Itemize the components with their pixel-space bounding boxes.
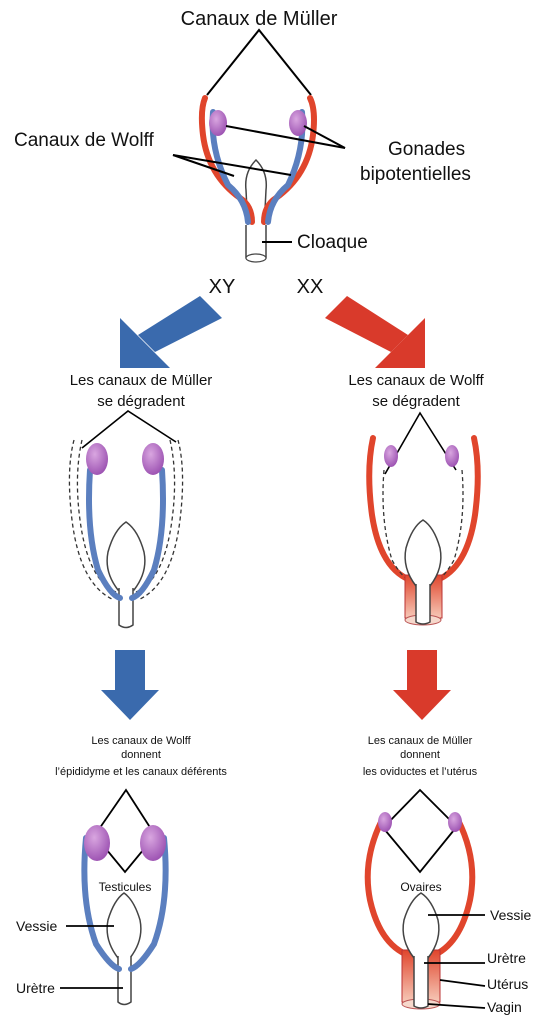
female-urethra-label: Urètre xyxy=(487,950,526,966)
female-step2-line3: les oviductes et l’utérus xyxy=(363,766,478,778)
male-arrow-diagonal xyxy=(120,296,222,368)
testes-label: Testicules xyxy=(99,880,152,894)
female-step2-line2: donnent xyxy=(400,749,440,761)
ovaries-label: Ovaires xyxy=(400,880,441,894)
female-stage2-system xyxy=(366,411,481,626)
gonads-label-line2: bipotentielles xyxy=(360,164,471,185)
male-step1-line2: se dégradent xyxy=(97,393,185,410)
mullerian-duct-right xyxy=(261,95,317,225)
mullerian-ducts-label: Canaux de Müller xyxy=(181,8,338,30)
cloaca-label: Cloaque xyxy=(297,232,368,253)
female-step2-line1: Les canaux de Müller xyxy=(368,735,473,747)
wolffian-ducts-label: Canaux de Wolff xyxy=(14,130,154,151)
ovary-right xyxy=(448,812,462,832)
female-uterus-label: Utérus xyxy=(487,976,528,992)
undifferentiated-system: Canaux de Müller Canaux de Wolff Gonades… xyxy=(14,8,471,263)
mullerian-duct-left xyxy=(198,95,255,225)
male-step2-line2: donnent xyxy=(121,749,161,761)
male-urethra-label: Urètre xyxy=(16,980,55,996)
male-final-system: Testicules Vessie Urètre xyxy=(16,788,169,1006)
xy-label: XY xyxy=(209,276,236,298)
female-step1-line2: se dégradent xyxy=(372,393,460,410)
gonad-left xyxy=(209,110,227,136)
testis-right xyxy=(140,825,166,861)
male-stage2-system xyxy=(68,410,184,629)
gonads-label-line1: Gonades xyxy=(388,139,465,160)
male-step1-line1: Les canaux de Müller xyxy=(70,372,213,389)
male-bladder-label: Vessie xyxy=(16,918,57,934)
male-step2-line1: Les canaux de Wolff xyxy=(91,735,191,747)
female-arrow-diagonal xyxy=(325,296,425,368)
female-final-system: Ovaires Vessie Urètre Utérus Vagin xyxy=(364,788,531,1015)
ovary-left xyxy=(378,812,392,832)
gonad-right xyxy=(289,110,307,136)
male-step2-line3: l’épididyme et les canaux déférents xyxy=(55,766,227,778)
xx-label: XX xyxy=(297,276,324,298)
testis-left xyxy=(84,825,110,861)
male-arrow-down xyxy=(101,650,159,720)
female-vagina-label: Vagin xyxy=(487,999,522,1015)
female-step1-line1: Les canaux de Wolff xyxy=(348,372,484,389)
mullerian-pointer xyxy=(206,28,312,96)
female-bladder-label: Vessie xyxy=(490,907,531,923)
female-arrow-down xyxy=(393,650,451,720)
